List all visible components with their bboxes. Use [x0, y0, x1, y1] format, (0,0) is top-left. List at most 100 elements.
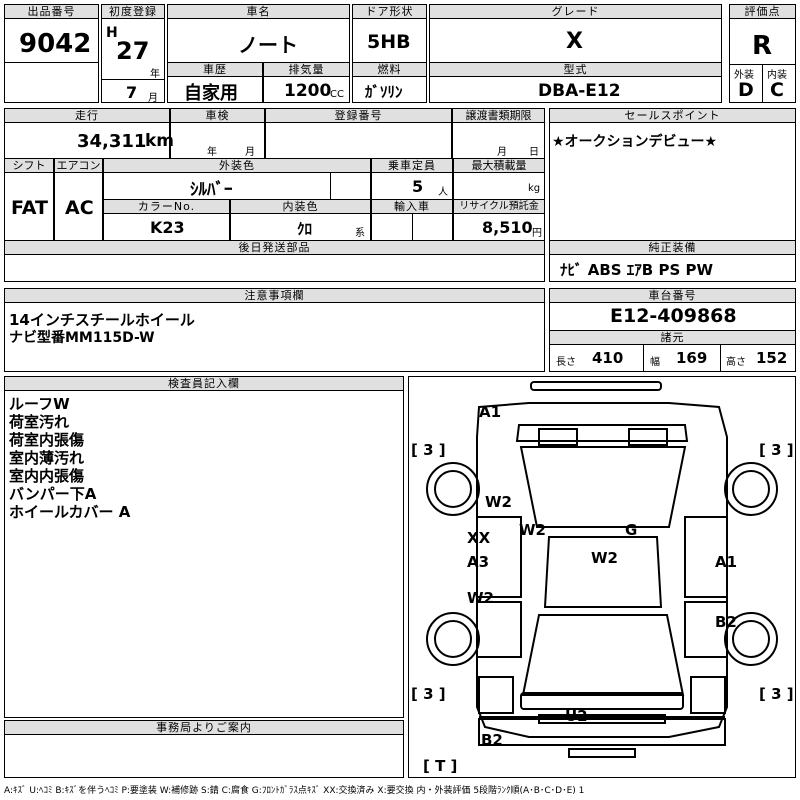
- reg-year: 27: [116, 37, 150, 65]
- max-load-header: 最大積載量: [454, 159, 544, 173]
- reg-month-unit: 月: [148, 93, 158, 104]
- door-value: 5HB: [367, 31, 411, 53]
- fuel-header: 燃料: [353, 63, 426, 77]
- damage-legend: A:ｷｽﾞ U:ﾍｺﾐ B:ｷｽﾞを伴うﾍｺﾐ P:要塗装 W:補修跡 S:錆 …: [4, 786, 585, 796]
- score-header: 評価点: [730, 5, 795, 19]
- plate-box: 登録番号: [265, 108, 452, 160]
- inspection-month-unit: 月: [245, 147, 255, 158]
- equipment-value: ﾅﾋﾞ ABS ｴｱB PS PW: [560, 261, 714, 279]
- inspector-list: ルーフW 荷室汚れ 荷室内張傷 室内薄汚れ 室内内張傷 バンパー下A ホイールカ…: [9, 395, 130, 521]
- capacity-unit: 人: [438, 187, 448, 198]
- shift-box: シフト FAT: [4, 158, 54, 241]
- max-load-unit: kg: [528, 183, 541, 194]
- later-parts-box: 後日発送部品: [4, 240, 545, 282]
- inspection-header: 車検: [171, 109, 264, 123]
- office-header: 事務局よりご案内: [5, 721, 403, 735]
- grade-box: グレード X: [429, 4, 722, 64]
- color-no-header: カラーNo.: [104, 200, 229, 214]
- model-box: 型式 DBA-E12: [429, 62, 722, 103]
- inspector-line: 荷室内張傷: [9, 431, 85, 449]
- displacement-box: 排気量 1200 CC: [263, 62, 350, 103]
- inspector-line: 室内薄汚れ: [9, 449, 85, 467]
- ext-color-value: ｼﾙﾊﾞｰ: [190, 180, 233, 200]
- mark-rear-door-right: B2: [715, 613, 737, 631]
- sales-point-value: ★オークションデビュー★: [552, 134, 718, 150]
- chassis-box: 車台番号 E12-409868 諸元 長さ 410 幅 169 高さ 152: [549, 288, 796, 372]
- notes-line-1: 14インチスチールホイール: [9, 311, 195, 329]
- displacement-header: 排気量: [264, 63, 349, 77]
- recycle-box: リサイクル預託金 8,510 円: [453, 199, 545, 241]
- chassis-value: E12-409868: [610, 305, 737, 327]
- first-registration-box: 初度登録 H 27 年 7 月: [101, 4, 165, 104]
- mark-rear-door-left: W2: [467, 589, 494, 607]
- sales-point-header: セールスポイント: [550, 109, 795, 123]
- recycle-unit: 円: [532, 228, 542, 239]
- transfer-day-unit: 日: [529, 147, 539, 158]
- inspector-line: ホイールカバー A: [9, 503, 131, 521]
- specs-length-value: 410: [592, 349, 624, 367]
- score-ext-label: 外装: [734, 70, 754, 81]
- tire-front-left: [ 3 ]: [411, 441, 446, 459]
- office-box: 事務局よりご案内: [4, 720, 404, 778]
- mark-pillar: W2: [519, 521, 546, 539]
- transfer-month-unit: 月: [497, 147, 507, 158]
- damage-diagram-box: [ 3 ] [ 3 ] [ 3 ] [ 3 ] [ T ] A1 W2 W2 X…: [408, 376, 796, 778]
- mileage-header: 走行: [5, 109, 169, 123]
- capacity-header: 乗車定員: [372, 159, 452, 173]
- capacity-value: 5: [412, 177, 424, 196]
- specs-length-label: 長さ: [556, 357, 576, 368]
- model-header: 型式: [430, 63, 721, 77]
- ac-header: エアコン: [55, 159, 102, 173]
- reg-era: H: [106, 25, 118, 41]
- mark-front-door-right: A1: [715, 553, 737, 571]
- specs-width-value: 169: [676, 349, 708, 367]
- fuel-box: 燃料 ｶﾞｿﾘﾝ: [352, 62, 427, 103]
- tire-front-right: [ 3 ]: [759, 441, 794, 459]
- car-name-box: 車名 ノート: [167, 4, 350, 64]
- notes-line-2: ナビ型番MM115D-W: [9, 330, 155, 346]
- color-no-value: K23: [150, 218, 185, 237]
- lot-number-header: 出品番号: [5, 5, 98, 19]
- inspector-line: ルーフW: [9, 395, 70, 413]
- specs-height-label: 高さ: [726, 357, 746, 368]
- mark-windshield: G: [625, 521, 637, 539]
- fuel-value: ｶﾞｿﾘﾝ: [365, 83, 403, 101]
- inspector-line: 荷室汚れ: [9, 413, 70, 431]
- lot-number-box: 出品番号 9042: [4, 4, 99, 103]
- car-name-header: 車名: [168, 5, 349, 19]
- shift-value: FAT: [11, 197, 48, 219]
- mark-front-door-left: A3: [467, 553, 489, 571]
- history-header: 車歴: [168, 63, 262, 77]
- int-color-unit: 系: [355, 228, 365, 239]
- reg-year-unit: 年: [150, 69, 160, 80]
- ac-box: エアコン AC: [54, 158, 103, 241]
- equipment-header: 純正装備: [550, 241, 795, 255]
- int-color-box: 内装色 ｸﾛ 系: [230, 199, 371, 241]
- grade-header: グレード: [430, 5, 721, 19]
- score-int-value: C: [770, 79, 784, 101]
- later-parts-header: 後日発送部品: [5, 241, 544, 255]
- mark-rear-left: B2: [481, 731, 503, 749]
- notes-box: 注意事項欄 14インチスチールホイール ナビ型番MM115D-W: [4, 288, 545, 372]
- import-box: 輸入車: [371, 199, 453, 241]
- inspector-line: バンパー下A: [9, 485, 97, 503]
- mileage-unit: km: [145, 131, 175, 151]
- ext-color-box: 外装色 ｼﾙﾊﾞｰ: [103, 158, 371, 200]
- equipment-box: 純正装備 ﾅﾋﾞ ABS ｴｱB PS PW: [549, 240, 796, 282]
- score-value: R: [752, 31, 773, 61]
- door-header: ドア形状: [353, 5, 426, 19]
- inspector-line: 室内内張傷: [9, 467, 85, 485]
- door-box: ドア形状 5HB: [352, 4, 427, 64]
- mark-roof: W2: [591, 549, 618, 567]
- specs-height-value: 152: [756, 349, 788, 367]
- specs-header: 諸元: [550, 330, 795, 345]
- plate-header: 登録番号: [266, 109, 451, 123]
- int-color-value: ｸﾛ: [297, 220, 313, 238]
- history-box: 車歴 自家用: [167, 62, 263, 104]
- ext-color-header: 外装色: [104, 159, 370, 173]
- first-registration-header: 初度登録: [102, 5, 164, 19]
- inspector-header: 検査員記入欄: [5, 377, 403, 391]
- lot-number-value: 9042: [19, 29, 92, 59]
- car-damage-diagram: [ 3 ] [ 3 ] [ 3 ] [ 3 ] [ T ] A1 W2 W2 X…: [411, 381, 794, 775]
- score-int-label: 内装: [767, 70, 787, 81]
